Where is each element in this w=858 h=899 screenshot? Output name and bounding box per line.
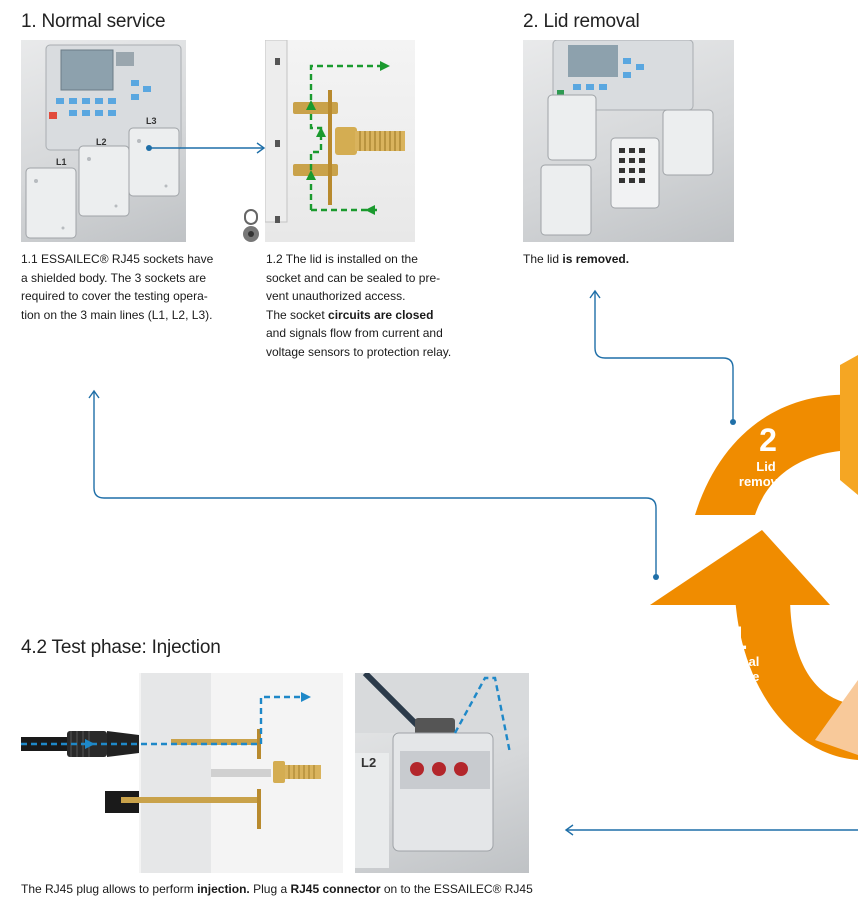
caption-4-2: The RJ45 plug allows to perform injectio… bbox=[21, 880, 533, 899]
diagram-injection-plug bbox=[21, 673, 343, 873]
caption-4-2-text-1: The RJ45 plug allows to perform bbox=[21, 882, 198, 896]
diagram-socket-closed-circuit bbox=[265, 40, 415, 242]
caption-1-1-line4: tion on the 3 main lines (L1, L2, L3). bbox=[21, 307, 213, 322]
cycle-step-2-label: Lid removed bbox=[726, 459, 806, 489]
caption-1-1-line2: a shielded body. The 3 sockets are bbox=[21, 270, 207, 285]
caption-1-2-line2: socket and can be sealed to pre- bbox=[266, 270, 441, 285]
caption-1-2-line4-text: The socket bbox=[266, 307, 329, 322]
caption-1-1-line3: required to cover the testing opera- bbox=[21, 289, 208, 303]
cycle-diagram bbox=[650, 355, 858, 760]
socket-label-l1: L1 bbox=[56, 157, 67, 167]
cycle-step-1-label-line2: service bbox=[714, 669, 760, 684]
photo-sockets-l1-l2-l3: L1 L2 L3 bbox=[21, 40, 186, 242]
photo-injection-connector: L2 bbox=[355, 673, 529, 873]
cycle-step-2-label-line2: removed bbox=[738, 474, 794, 489]
link-arrow-socket-to-detail bbox=[146, 142, 266, 154]
caption-1-1-line1: 1.1 ESSAILEC® RJ45 sockets have bbox=[21, 252, 214, 266]
caption-1-1: 1.1 ESSAILEC® RJ45 sockets have a shield… bbox=[21, 250, 241, 324]
section-title-lid-removal: 2. Lid removal bbox=[523, 11, 640, 32]
caption-2-text: The lid bbox=[523, 252, 563, 266]
cycle-step-1-label: Normal service bbox=[697, 654, 777, 684]
caption-2: The lid is removed. bbox=[523, 250, 629, 269]
cycle-step-1-number: 1 bbox=[729, 620, 747, 656]
caption-2-bold: is removed. bbox=[562, 252, 630, 266]
caption-1-2-line4: The socket circuits are closed bbox=[266, 306, 506, 325]
section-title-test-injection: 4.2 Test phase: Injection bbox=[21, 637, 221, 658]
caption-4-2-text-2: Plug a bbox=[249, 882, 291, 896]
cycle-step-1-label-line1: Normal bbox=[714, 654, 760, 669]
caption-1-2-line5: and signals flow from current and bbox=[266, 326, 443, 340]
caption-1-2: 1.2 The lid is installed on the socket a… bbox=[266, 250, 506, 361]
seal-lock-icon bbox=[240, 208, 262, 248]
cycle-step-2-label-line1: Lid bbox=[756, 459, 776, 474]
caption-4-2-text-3: on to the ESSAILEC® RJ45 bbox=[380, 882, 533, 896]
caption-1-2-line1: 1.2 The lid is installed on the bbox=[266, 252, 418, 266]
caption-4-2-bold-2: RJ45 connector bbox=[290, 882, 381, 896]
section-title-normal-service: 1. Normal service bbox=[21, 11, 166, 32]
caption-1-2-line4-bold: circuits are closed bbox=[328, 307, 434, 322]
caption-1-2-line3: vent unauthorized access. bbox=[266, 289, 406, 303]
socket-label-l3: L3 bbox=[146, 116, 157, 126]
socket-label-l2: L2 bbox=[96, 137, 107, 147]
injection-socket-label-l2: L2 bbox=[361, 755, 377, 770]
cycle-step-2-number: 2 bbox=[759, 422, 777, 458]
photo-lid-removed bbox=[523, 40, 734, 242]
caption-4-2-bold-1: injection. bbox=[197, 882, 250, 896]
caption-1-2-line6: voltage sensors to protection relay. bbox=[266, 344, 452, 359]
